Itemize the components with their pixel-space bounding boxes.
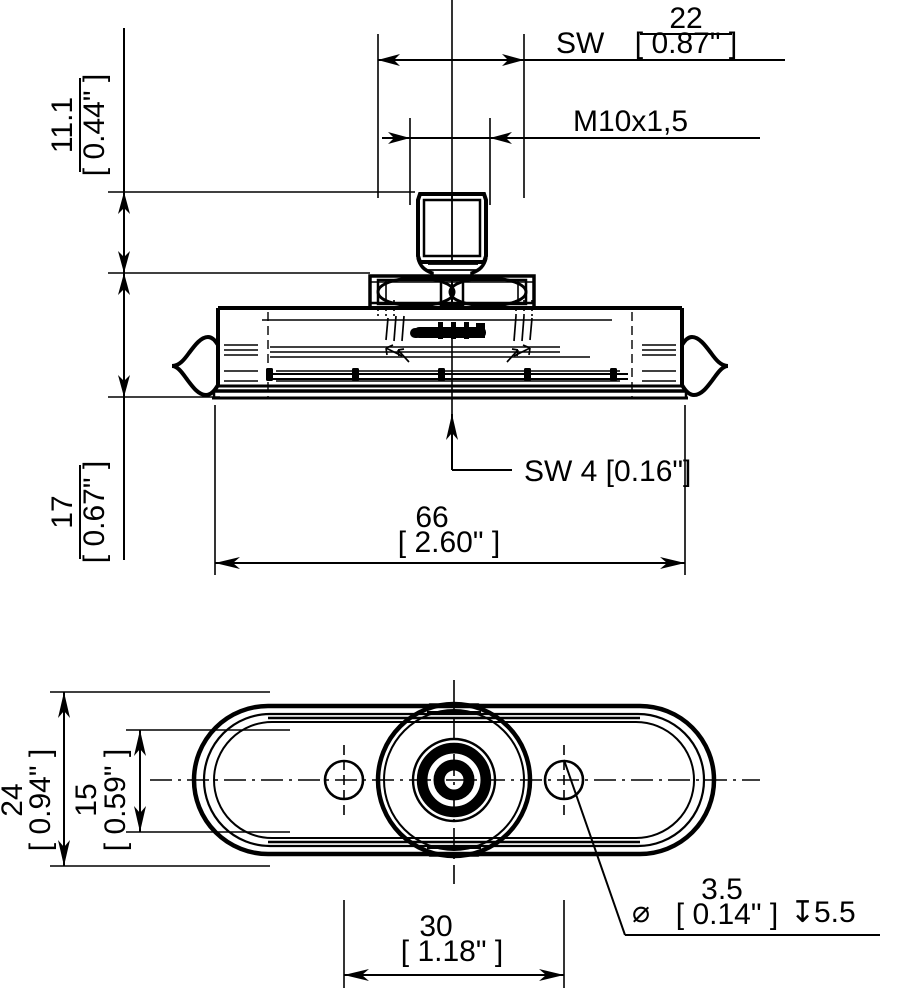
height17-imperial-label: [ 0.67" ] <box>78 461 111 563</box>
bottom-plan-view <box>50 680 880 988</box>
width66-metric-label: 66 <box>415 501 448 534</box>
width66-extension-lines <box>214 405 686 575</box>
side-elevation-view <box>108 0 785 575</box>
width24-metric-label: 24 <box>0 783 29 816</box>
hole-metric-label: 3.5 <box>701 873 743 906</box>
sw4-label: SW 4 [0.16"] <box>524 455 691 488</box>
mounting-hub <box>368 274 536 310</box>
height-extension-lines <box>108 191 415 398</box>
hole-callout-leader <box>563 759 880 936</box>
width24-imperial-label: [ 0.94" ] <box>24 749 57 851</box>
width66-imperial-label: [ 2.60" ] <box>398 526 500 559</box>
hole-diameter-symbol: ⌀ <box>632 896 650 929</box>
width30-dimension <box>344 969 564 981</box>
hex-fitting <box>416 192 488 280</box>
width30-imperial-label: [ 1.18" ] <box>401 935 503 968</box>
height11-metric-label: 11.1 <box>46 97 79 153</box>
height17-metric-label: 17 <box>46 495 79 528</box>
width30-metric-label: 30 <box>419 910 452 943</box>
thread-label: M10x1,5 <box>573 105 688 138</box>
plan-view-centerlines <box>150 680 760 884</box>
suction-cup-body <box>171 300 729 400</box>
width15-imperial-label: [ 0.59" ] <box>99 749 132 851</box>
width15-metric-label: 15 <box>70 783 103 816</box>
width66-dimension <box>215 557 685 569</box>
height24-dimension <box>58 692 70 866</box>
sw4-leader <box>446 414 512 471</box>
dimension-labels: 22 SW [ 0.87" ] M10x1,5 11.1 [ 0.44" ] 1… <box>0 2 856 968</box>
sw22-imperial-label: [ 0.87" ] <box>635 27 737 60</box>
height11-imperial-label: [ 0.44" ] <box>78 74 111 176</box>
seam-markers <box>266 368 617 381</box>
sw22-prefix-label: SW <box>556 27 605 60</box>
height-dimension-lines <box>118 28 130 560</box>
sw22-metric-label: 22 <box>669 2 702 35</box>
embossed-logo <box>410 322 486 339</box>
height15-dimension <box>134 730 146 832</box>
sw22-dimension-line <box>378 54 524 66</box>
height24-extension-lines <box>50 691 270 867</box>
hole-depth-symbol: ↧ <box>790 896 815 929</box>
height15-extension-lines <box>126 729 290 833</box>
hole-depth-value: 5.5 <box>814 896 856 929</box>
hole-imperial-label: [ 0.14" ] <box>676 898 778 931</box>
thread-extension-lines <box>409 118 491 205</box>
thread-dimension-line <box>382 132 518 144</box>
sw22-extension-lines <box>377 34 525 198</box>
width30-extension-lines <box>343 900 565 988</box>
